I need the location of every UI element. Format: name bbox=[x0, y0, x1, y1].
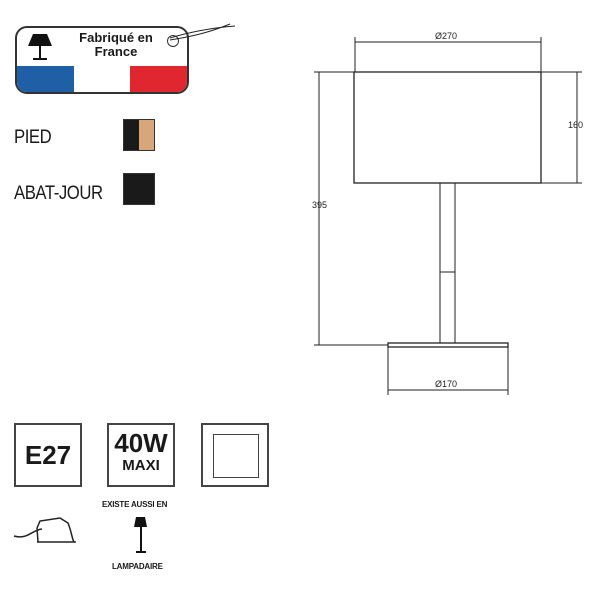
switch-cable-icon bbox=[13, 517, 76, 543]
also-available-title: EXISTE AUSSI EN bbox=[102, 500, 168, 509]
total-height-label: 395 bbox=[312, 200, 327, 210]
base-outline bbox=[387, 342, 509, 348]
tag-hole-icon bbox=[167, 35, 179, 47]
class-ii-box bbox=[201, 423, 269, 487]
shade-diameter-label: Ø270 bbox=[435, 31, 457, 41]
stem-outline bbox=[439, 182, 456, 344]
shade-height-label: 160 bbox=[568, 120, 583, 130]
swatch-abat-jour bbox=[123, 173, 155, 205]
wattage-box: 40W MAXI bbox=[107, 423, 175, 487]
badge-line-1: Fabriqué en bbox=[79, 30, 153, 45]
also-available-item: LAMPADAIRE bbox=[112, 562, 163, 571]
floor-lamp-icon bbox=[134, 517, 147, 553]
double-insulation-icon bbox=[213, 434, 259, 478]
socket-label: E27 bbox=[24, 440, 72, 470]
socket-box: E27 bbox=[14, 423, 82, 487]
wattage-sub-label: MAXI bbox=[122, 457, 160, 474]
lamp-icon bbox=[28, 34, 52, 60]
french-flag bbox=[17, 66, 187, 92]
finish-label-pied: PIED bbox=[14, 127, 52, 148]
swatch-pied bbox=[123, 119, 155, 151]
finish-label-abat-jour: ABAT-JOUR bbox=[14, 183, 103, 204]
base-diameter-label: Ø170 bbox=[435, 379, 457, 389]
badge-line-2: France bbox=[94, 44, 138, 59]
shade-outline bbox=[353, 71, 542, 184]
dimension-drawing: Ø270 160 395 Ø170 bbox=[312, 31, 583, 395]
tag-string-icon bbox=[169, 23, 236, 41]
wattage-label: 40W bbox=[114, 428, 168, 458]
